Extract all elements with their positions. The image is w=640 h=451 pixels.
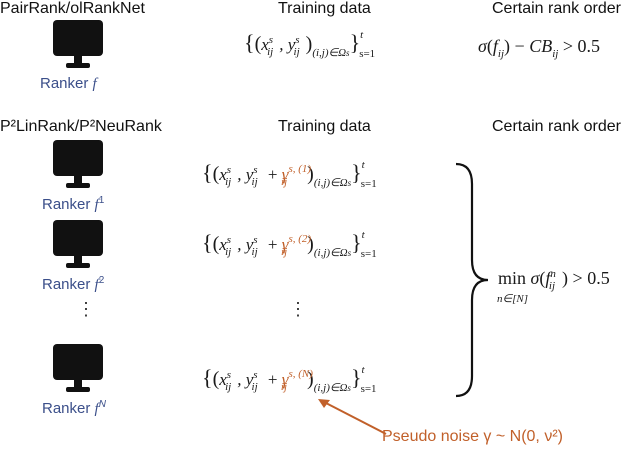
ranker-label-n: Ranker fN: [42, 399, 106, 417]
vertical-ellipsis-rankers: ⋮: [77, 299, 95, 319]
rank-order-formula-top: σ(fij) − CBij > 0.5: [478, 36, 600, 60]
monitor-icon: [53, 140, 103, 188]
rank-order-formula-bottom: min σ(fnij) > 0.5: [498, 268, 610, 292]
brace-icon: [455, 162, 489, 398]
vertical-ellipsis-data: ⋮: [289, 299, 307, 319]
pseudo-noise-note: Pseudo noise γ ~ N(0, ν²): [382, 428, 563, 445]
training-data-header-top: Training data: [278, 0, 371, 17]
monitor-icon: [53, 220, 103, 268]
method-title-bottom: P²LinRank/P²NeuRank: [0, 118, 162, 135]
training-data-formula-n: {(xsij, ysij + γs, (N)ij)(i,j)∈Ωs}ts=1: [202, 364, 377, 395]
monitor-icon: [53, 20, 103, 68]
rank-order-header-top: Certain rank order: [492, 0, 621, 17]
ranker-label-1: Ranker f1: [42, 195, 105, 213]
arrow-icon: [318, 399, 387, 435]
ranker-label-2: Ranker f2: [42, 275, 105, 293]
training-data-formula-top: {(xsij, ysij)(i,j)∈Ωs}ts=1: [244, 29, 376, 60]
monitor-icon: [53, 344, 103, 392]
rank-order-header-bottom: Certain rank order: [492, 118, 621, 135]
training-data-formula-1: {(xsij, ysij + γs, (1)ij)(i,j)∈Ωs}ts=1: [202, 159, 377, 190]
ranker-label-top: Ranker f: [40, 75, 97, 92]
training-data-formula-2: {(xsij, ysij + γs, (2)ij)(i,j)∈Ωs}ts=1: [202, 229, 377, 260]
min-subscript: n∈[N]: [497, 293, 528, 305]
method-title-top: PairRank/olRankNet: [0, 0, 145, 17]
training-data-header-bottom: Training data: [278, 118, 371, 135]
